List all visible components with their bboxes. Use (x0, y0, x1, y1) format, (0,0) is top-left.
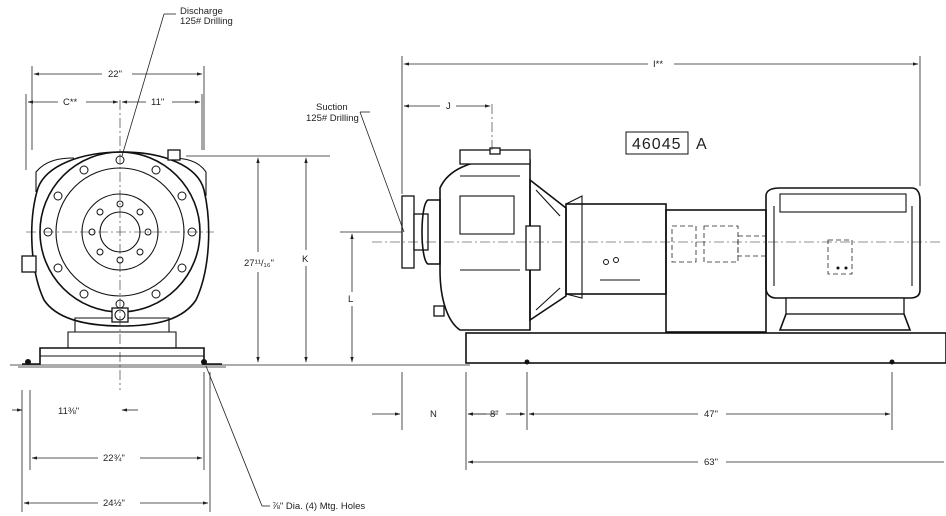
suction-label-line1: Suction (316, 102, 348, 113)
dim-22-label: 22" (108, 69, 122, 80)
dim-8-label: 8" (490, 409, 499, 420)
dim-63-label: 63" (704, 457, 718, 468)
dim-11-label: 11" (151, 97, 164, 108)
dim-n-label: N (430, 409, 437, 420)
side-view-dimensions: I** J Suction 125# Drilling N 8" 47" 63" (306, 56, 944, 470)
side-view (372, 104, 946, 365)
discharge-label-line2: 125# Drilling (180, 16, 233, 27)
dim-27-label: 27¹¹/₁₆" (244, 258, 274, 269)
dim-c-label: C** (63, 97, 78, 108)
flange-bolts (43, 155, 197, 309)
end-view-dimensions: 22" C** 11" Discharge 125# Drilling 11⅜"… (10, 6, 470, 512)
dim-l-label: L (348, 294, 353, 305)
dim-i-label: I** (653, 59, 663, 70)
dim-j-label: J (446, 101, 451, 112)
discharge-label-line1: Discharge (180, 6, 223, 17)
model-code-number: 46045 (632, 136, 682, 153)
end-view (18, 100, 226, 390)
suction-label-line2: 125# Drilling (306, 113, 359, 124)
dim-47-label: 47" (704, 409, 718, 420)
dim-11-3-8-label: 11⅜" (58, 406, 79, 417)
model-code: 46045 A (625, 131, 708, 155)
model-code-suffix: A (696, 136, 708, 153)
dim-k-label: K (302, 254, 309, 265)
dim-24-1-2-label: 24½" (103, 498, 125, 509)
dim-22-3-4-label: 22¾" (103, 453, 125, 464)
mounting-holes-note: ⅞" Dia. (4) Mtg. Holes (272, 501, 365, 512)
